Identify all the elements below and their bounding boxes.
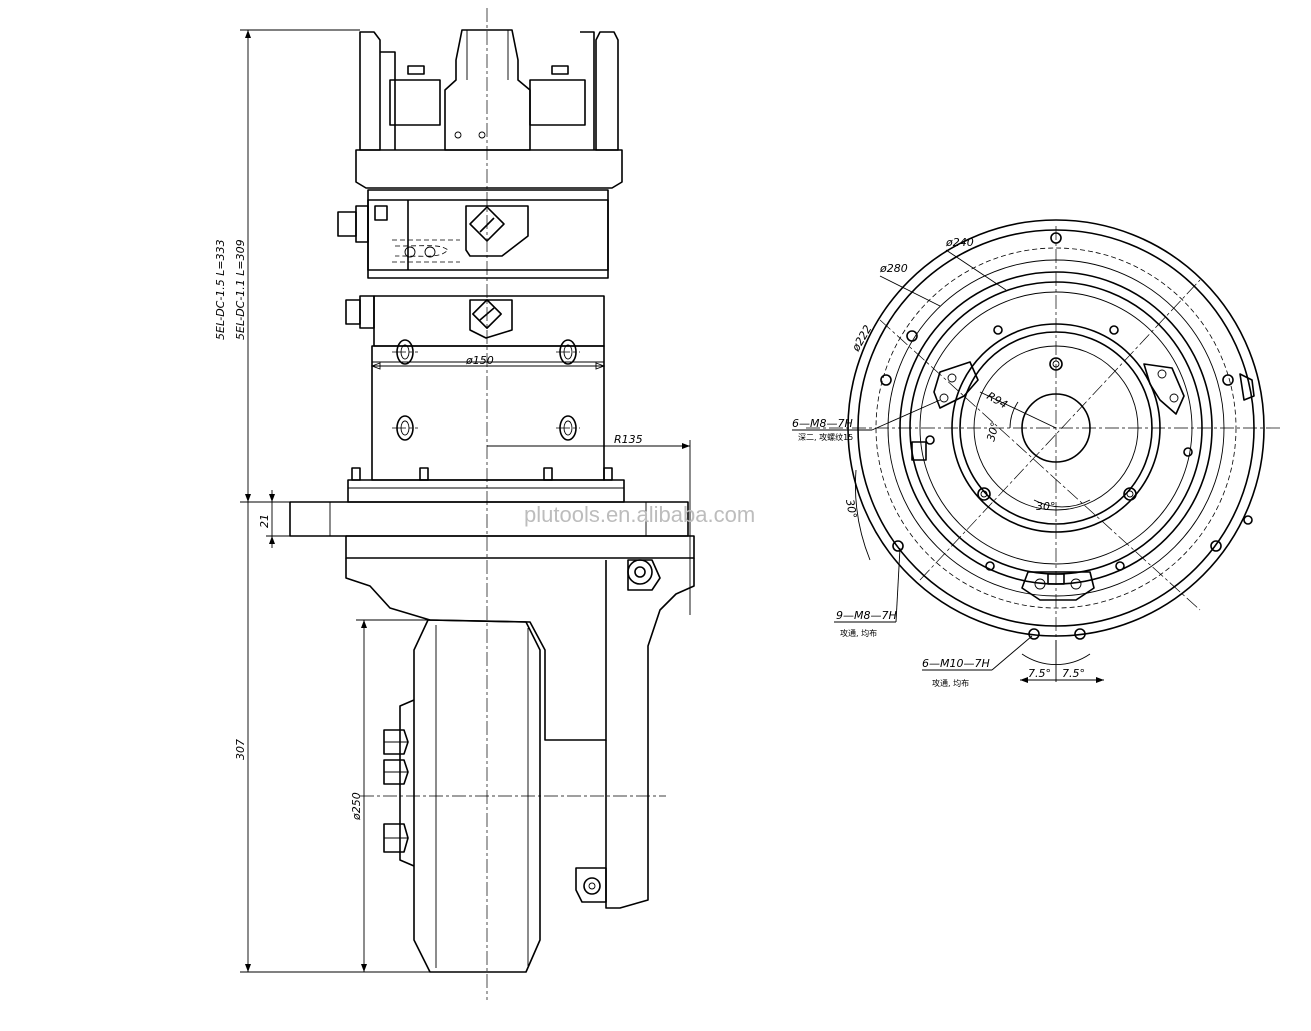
m8b-label: 9—M8—7H	[836, 609, 897, 622]
m10-label: 6—M10—7H	[922, 657, 990, 670]
radius-label: R135	[614, 433, 643, 446]
m8-note: 深二, 攻螺纹15	[798, 432, 853, 442]
flange-height-label: 21	[258, 514, 271, 528]
lower-height-label: 307	[234, 739, 247, 760]
wheel-diameter-label: ø250	[350, 792, 363, 821]
drive-wheel: ø250	[350, 619, 666, 973]
inner-bolt-holes	[925, 325, 1193, 571]
model-label-1: 5EL-DC-1.5 L=333	[214, 239, 227, 340]
watermark: plutools.en.alibaba.com	[524, 502, 755, 527]
bracket-lugs	[911, 361, 1255, 601]
m8b-note: 攻通, 均布	[840, 628, 877, 638]
motor-diameter-label: ø150	[465, 354, 494, 367]
model-label-2: 5EL-DC-1.1 L=309	[234, 239, 247, 340]
motor-body: ø150	[370, 339, 606, 481]
angle-30-c: 30°	[843, 498, 859, 519]
radius-dimension: R135	[487, 433, 691, 615]
motor-upper	[337, 189, 609, 279]
motor-middle	[345, 295, 605, 347]
angle-75-a: 7.5°	[1028, 667, 1051, 680]
top-head	[355, 29, 623, 189]
mounting-plate	[289, 467, 689, 537]
dia-pcd-label: ø222	[849, 323, 875, 354]
front-view: ø240 ø280 ø222 R94 30° 30° 30° 6—M8—7H 深…	[792, 219, 1280, 688]
dia-outer-label: ø240	[945, 236, 974, 249]
m10-note: 攻通, 均布	[932, 678, 969, 688]
angle-30-b: 30°	[1036, 500, 1056, 513]
dia-bolt-label: ø280	[879, 262, 908, 275]
angle-75-b: 7.5°	[1062, 667, 1085, 680]
height-dimensions: 5EL-DC-1.5 L=333 5EL-DC-1.1 L=309 307 21	[214, 29, 430, 973]
side-view: ø150 R135	[214, 8, 695, 1000]
hub-bolts	[383, 729, 409, 853]
angle-30-a: 30°	[984, 421, 1002, 443]
outer-bolt-holes	[880, 232, 1253, 640]
m8-label: 6—M8—7H	[792, 417, 853, 430]
